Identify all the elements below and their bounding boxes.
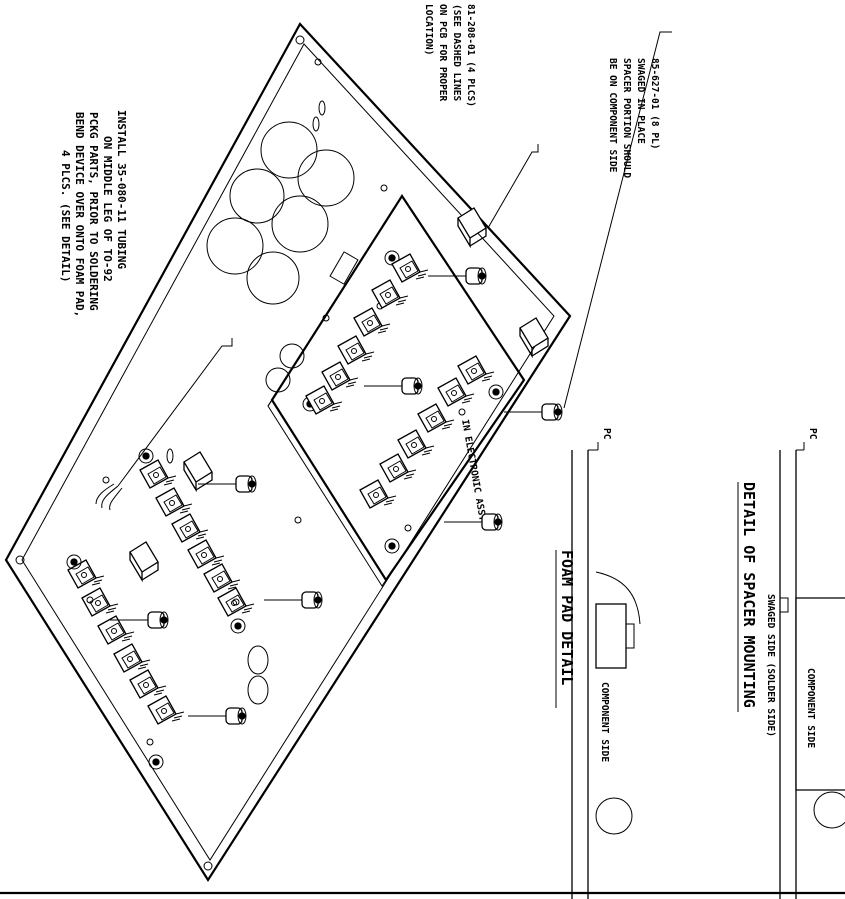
spacer-detail-swaged-side-label: SWAGED SIDE (SOLDER SIDE): [765, 594, 776, 737]
spacer-note-line-4: BE ON COMPONENT SIDE: [607, 58, 618, 173]
foam-detail-component-side-label: COMPONENT SIDE: [599, 682, 610, 762]
spacer-note-line-1: 85-627-01 (8 PL): [649, 58, 660, 150]
transistor: [353, 307, 391, 337]
spacer-note-line-2: SWAGED IN PLACE: [635, 58, 646, 144]
note-foam-pad: 81-208-01 (4 PLCS) (SEE DASHED LINES ON …: [423, 4, 476, 107]
plate-cutouts: [206, 121, 359, 705]
transistor: [417, 403, 455, 433]
transistor: [155, 487, 193, 517]
spacer-note-line-3: SPACER PORTION SHOULD: [621, 58, 632, 178]
foam-note-line-3: ON PCB FOR PROPER: [437, 4, 448, 102]
foam-pad: [457, 207, 487, 249]
transistor: [371, 279, 409, 309]
transistor: [217, 587, 255, 617]
spacer: [444, 513, 503, 531]
spacer-detail-pc-label: PC: [807, 428, 818, 440]
foam-pad: [129, 541, 159, 583]
foam-pad: [519, 317, 549, 359]
transistor: [81, 587, 119, 617]
foam-detail-pc-label: PC: [601, 428, 612, 440]
transistor: [397, 429, 435, 459]
transistor: [437, 377, 475, 407]
spacers: [110, 267, 563, 725]
spacer: [428, 267, 487, 285]
note-tubing: INSTALL 35-080-11 TUBING ON MIDDLE LEG O…: [59, 110, 128, 317]
transistor: [171, 513, 209, 543]
transistor: [139, 459, 177, 489]
chassis-plate: [4, 22, 572, 883]
transistor: [457, 355, 495, 385]
transistor: [187, 539, 225, 569]
transistor: [337, 335, 375, 365]
foam-note-line-1: 81-208-01 (4 PLCS): [465, 4, 476, 107]
spacer-detail-component-side-label: COMPONENT SIDE: [805, 668, 816, 748]
transistor: [147, 695, 185, 725]
foam-pad: [183, 451, 213, 493]
spacer: [198, 475, 257, 493]
board-silkscreen: IN ELECTRONIC ASSY: [459, 419, 488, 523]
transistor: [97, 615, 135, 645]
transistor-devices: [67, 253, 495, 725]
transistor: [321, 361, 359, 391]
foam-note-line-2: (SEE DASHED LINES: [451, 4, 462, 102]
foam-note-line-4: LOCATION): [423, 4, 434, 55]
transistor: [359, 479, 397, 509]
spacer: [110, 611, 169, 629]
lower-mount-rings: [66, 448, 246, 770]
spacer: [264, 591, 323, 609]
tubing-note-line-1: INSTALL 35-080-11 TUBING: [115, 110, 128, 269]
transistor: [379, 453, 417, 483]
spacer: [364, 377, 423, 395]
transistor: [129, 669, 167, 699]
transistor: [391, 253, 429, 283]
note-spacer: 85-627-01 (8 PL) SWAGED IN PLACE SPACER …: [607, 58, 660, 178]
tubing-note-line-2: ON MIDDLE LEG OF TO-92: [101, 136, 114, 282]
tubing-note-line-5: 4 PLCS. (SEE DETAIL): [59, 150, 72, 282]
foam-pads: [129, 207, 549, 583]
spacer: [504, 403, 563, 421]
spacer: [188, 707, 247, 725]
leader-lines: [117, 31, 672, 487]
transistor: [203, 563, 241, 593]
spacer-mounting-detail: PC COMPONENT SIDE SWAGED SIDE (SOLDER SI…: [737, 428, 845, 899]
transistor: [113, 643, 151, 673]
tubing-note-line-3: PCKG PARTS, PRIOR TO SOLDERING: [87, 112, 100, 311]
spacer-mounting-detail-title: DETAIL OF SPACER MOUNTING: [740, 482, 758, 708]
tubing-note-line-4: BEND DEVICE OVER ONTO FOAM PAD,: [73, 112, 86, 317]
transistor: [305, 385, 343, 415]
foam-pad-detail: PC COMPONENT SIDE FOAM PAD DETAIL: [555, 428, 641, 899]
foam-pad-detail-title: FOAM PAD DETAIL: [558, 550, 576, 685]
transistor: [67, 559, 105, 589]
